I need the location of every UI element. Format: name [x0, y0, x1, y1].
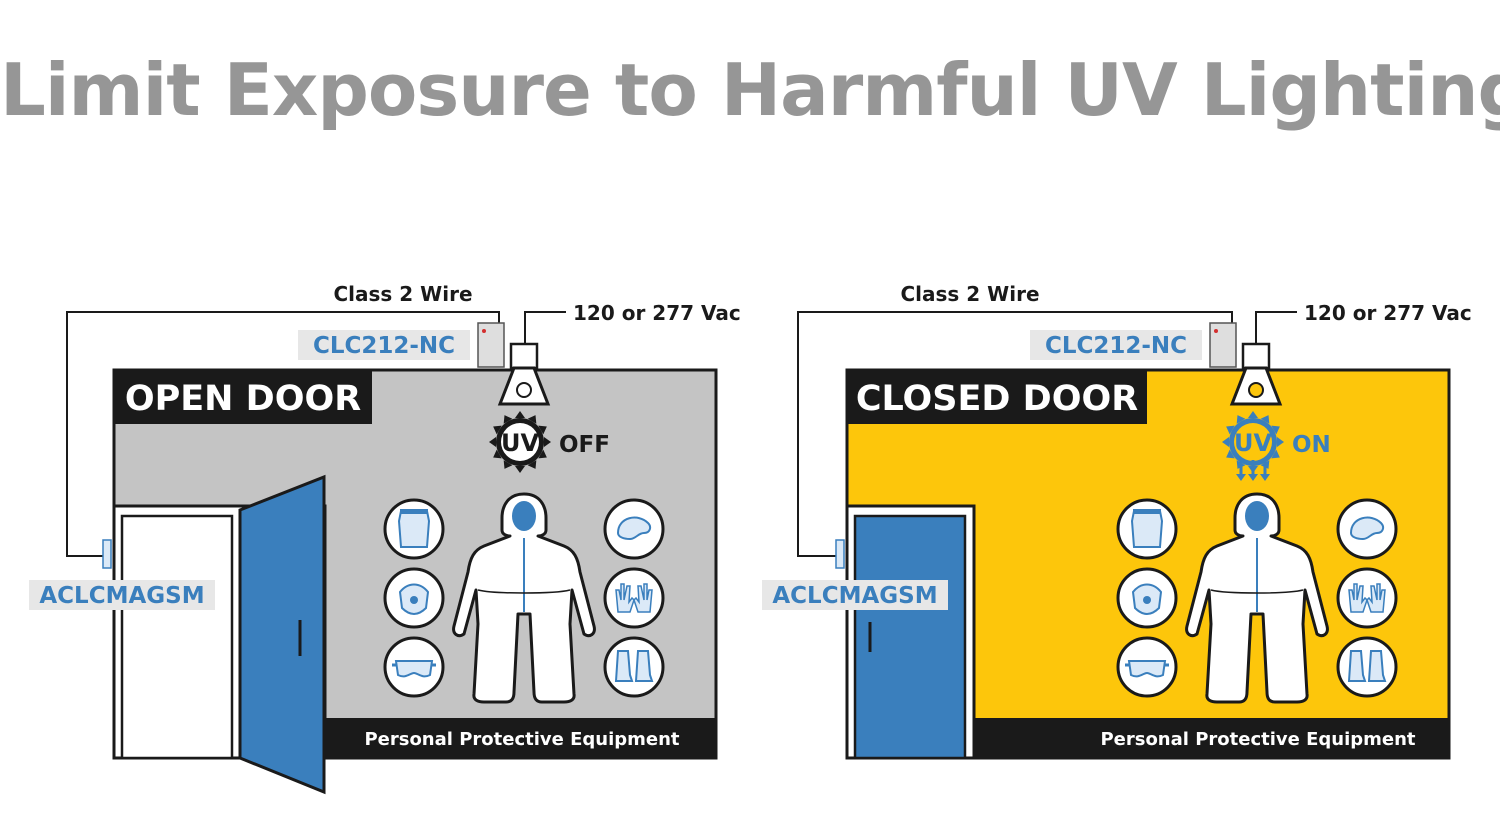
page-title: Limit Exposure to Harmful UV Lighting — [0, 48, 1500, 132]
uv-status-label: ON — [1292, 432, 1331, 458]
class2-wire-line — [66, 311, 500, 557]
power-wire-line — [524, 311, 566, 344]
junction-box — [509, 342, 539, 370]
shoe-covers-icon — [1336, 636, 1398, 698]
panel-closed-door: Class 2 Wire 120 or 277 Vac Personal Pro… — [762, 282, 1472, 760]
face-shield-icon — [383, 498, 445, 560]
gloves-icon — [1336, 567, 1398, 629]
power-wire-line — [1255, 311, 1297, 344]
ppe-caption: Personal Protective Equipment — [1100, 729, 1415, 750]
uv-sun-icon — [1222, 411, 1284, 473]
door-state-box — [114, 370, 372, 424]
open-door-panel — [238, 474, 326, 795]
door-state-label: OPEN DOOR — [125, 379, 361, 419]
closed-door-panel — [853, 514, 967, 760]
uv-rays-arrows-icon — [1236, 460, 1270, 481]
ppe-caption: Personal Protective Equipment — [364, 729, 679, 750]
uv-badge-label: UV — [501, 429, 539, 457]
hair-cap-icon — [603, 498, 665, 560]
ppe-caption-bar — [325, 718, 716, 758]
light-bulb-icon — [497, 366, 551, 406]
controller-box — [1209, 322, 1237, 368]
hair-cap-icon — [1336, 498, 1398, 560]
class2-wire-label: Class 2 Wire — [900, 282, 1039, 306]
sensor-label-bg — [29, 580, 215, 610]
door-state-box — [847, 370, 1147, 424]
safety-goggles-icon — [383, 636, 445, 698]
class2-wire-line — [797, 311, 1233, 557]
uv-status-label: OFF — [559, 432, 610, 458]
safety-goggles-icon — [1116, 636, 1178, 698]
shoe-covers-icon — [603, 636, 665, 698]
junction-box — [1241, 342, 1271, 370]
panel-open-door: Class 2 Wire 120 or 277 Vac Personal Pro… — [29, 282, 741, 795]
sensor-label: ACLCMAGSM — [39, 583, 204, 609]
light-bulb-icon — [1229, 366, 1283, 406]
controller-led — [1214, 329, 1218, 333]
controller-led — [482, 329, 486, 333]
sensor-label-bg — [762, 580, 948, 610]
controller-box — [477, 322, 505, 368]
power-label: 120 or 277 Vac — [1304, 301, 1472, 325]
respirator-mask-icon — [383, 567, 445, 629]
ppe-caption-bar — [974, 718, 1449, 758]
door-sensor — [102, 539, 112, 569]
power-label: 120 or 277 Vac — [573, 301, 741, 325]
sensor-label: ACLCMAGSM — [772, 583, 937, 609]
gloves-icon — [603, 567, 665, 629]
uv-badge-label: UV — [1234, 429, 1272, 457]
face-shield-icon — [1116, 498, 1178, 560]
uv-sun-icon — [489, 411, 551, 473]
class2-wire-label: Class 2 Wire — [333, 282, 472, 306]
controller-label-bg — [1030, 330, 1202, 360]
controller-label: CLC212-NC — [1045, 333, 1187, 359]
respirator-mask-icon — [1116, 567, 1178, 629]
door-state-label: CLOSED DOOR — [856, 379, 1138, 419]
controller-label: CLC212-NC — [313, 333, 455, 359]
door-inner-frame — [120, 514, 234, 760]
door-sensor — [835, 539, 845, 569]
controller-label-bg — [298, 330, 470, 360]
